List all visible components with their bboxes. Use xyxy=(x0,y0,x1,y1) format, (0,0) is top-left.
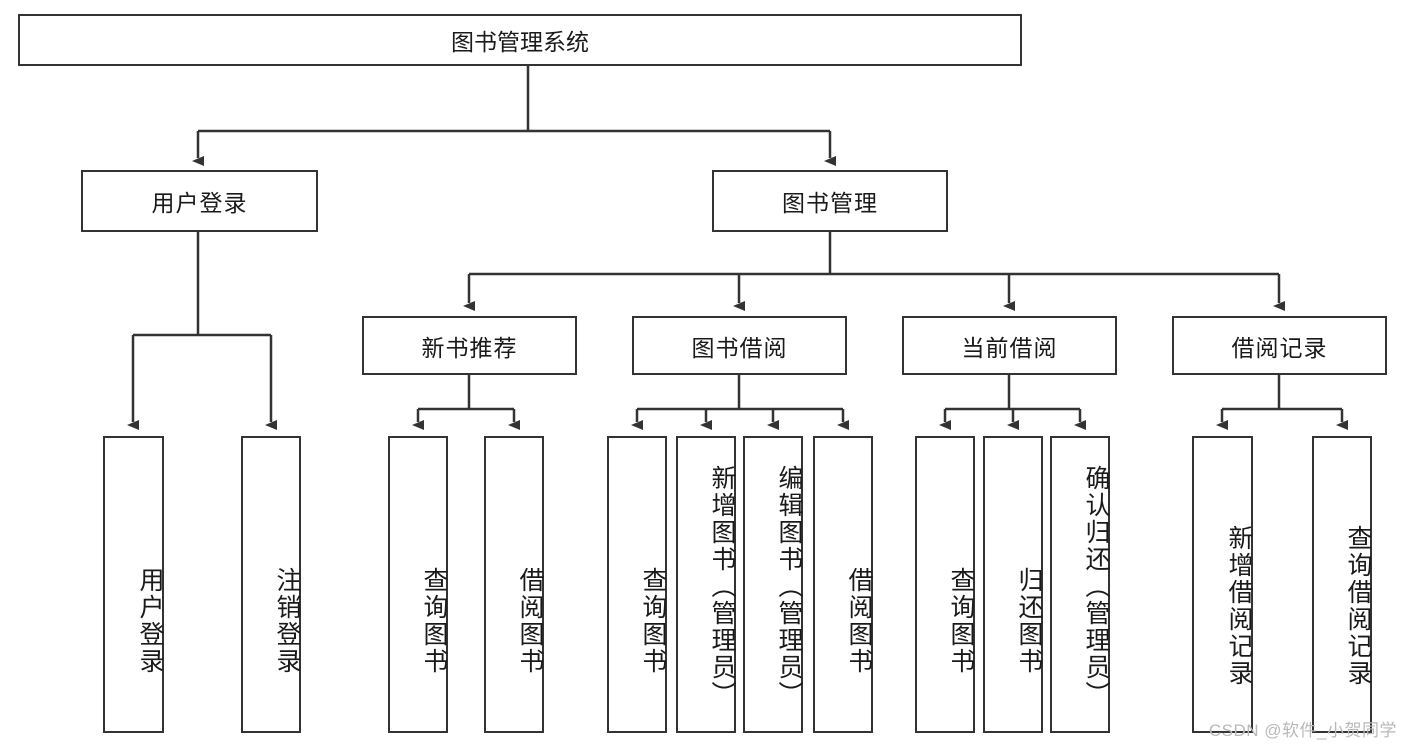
csdn-watermark: CSDN @软件_小贺同学 xyxy=(1208,721,1397,740)
node-label: 编辑图书（管理员） xyxy=(775,465,803,708)
node-label: 查询借阅记录 xyxy=(1344,524,1372,687)
node-label: 确认归还（管理员） xyxy=(1082,465,1110,708)
node-label: 查询图书 xyxy=(639,566,667,675)
leaf-query-books-current[interactable]: 查询图书 xyxy=(915,436,975,733)
leaf-borrow-books-recommend[interactable]: 借阅图书 xyxy=(484,436,544,733)
leaf-query-books-recommend[interactable]: 查询图书 xyxy=(388,436,448,733)
node-label: 查询图书 xyxy=(947,566,975,675)
leaf-borrow-books[interactable]: 借阅图书 xyxy=(813,436,873,733)
node-label: 查询图书 xyxy=(420,566,448,675)
node-label: 借阅图书 xyxy=(845,566,873,675)
node-label: 图书借阅 xyxy=(691,334,788,361)
node-label: 新书推荐 xyxy=(421,334,518,361)
leaf-edit-book-admin[interactable]: 编辑图书（管理员） xyxy=(743,436,803,733)
node-label: 图书管理 xyxy=(782,190,878,216)
node-label: 用户登录 xyxy=(151,190,248,216)
leaf-query-borrow-record[interactable]: 查询借阅记录 xyxy=(1312,436,1372,733)
node-book-management[interactable]: 图书管理 xyxy=(712,170,948,232)
node-label: 用户登录 xyxy=(136,566,164,675)
leaf-add-book-admin[interactable]: 新增图书（管理员） xyxy=(676,436,736,733)
leaf-confirm-return-admin[interactable]: 确认归还（管理员） xyxy=(1050,436,1110,733)
node-label: 注销登录 xyxy=(273,566,301,675)
leaf-return-books[interactable]: 归还图书 xyxy=(983,436,1043,733)
node-label: 当前借阅 xyxy=(961,334,1058,361)
node-label: 新增借阅记录 xyxy=(1225,524,1253,687)
node-borrow-records[interactable]: 借阅记录 xyxy=(1172,316,1387,375)
node-label: 借阅图书 xyxy=(516,566,544,675)
leaf-logout[interactable]: 注销登录 xyxy=(241,436,301,733)
leaf-user-login[interactable]: 用户登录 xyxy=(103,436,164,733)
node-book-borrow[interactable]: 图书借阅 xyxy=(632,316,847,375)
node-user-login[interactable]: 用户登录 xyxy=(81,170,318,232)
node-current-borrow[interactable]: 当前借阅 xyxy=(902,316,1117,375)
node-book-management-system[interactable]: 图书管理系统 xyxy=(18,14,1022,66)
node-new-book-recommend[interactable]: 新书推荐 xyxy=(362,316,577,375)
node-label: 图书管理系统 xyxy=(451,29,589,55)
leaf-add-borrow-record[interactable]: 新增借阅记录 xyxy=(1192,436,1253,733)
node-label: 新增图书（管理员） xyxy=(708,465,736,708)
leaf-query-books-borrow[interactable]: 查询图书 xyxy=(607,436,667,733)
node-label: 归还图书 xyxy=(1015,566,1043,675)
node-label: 借阅记录 xyxy=(1231,334,1328,361)
